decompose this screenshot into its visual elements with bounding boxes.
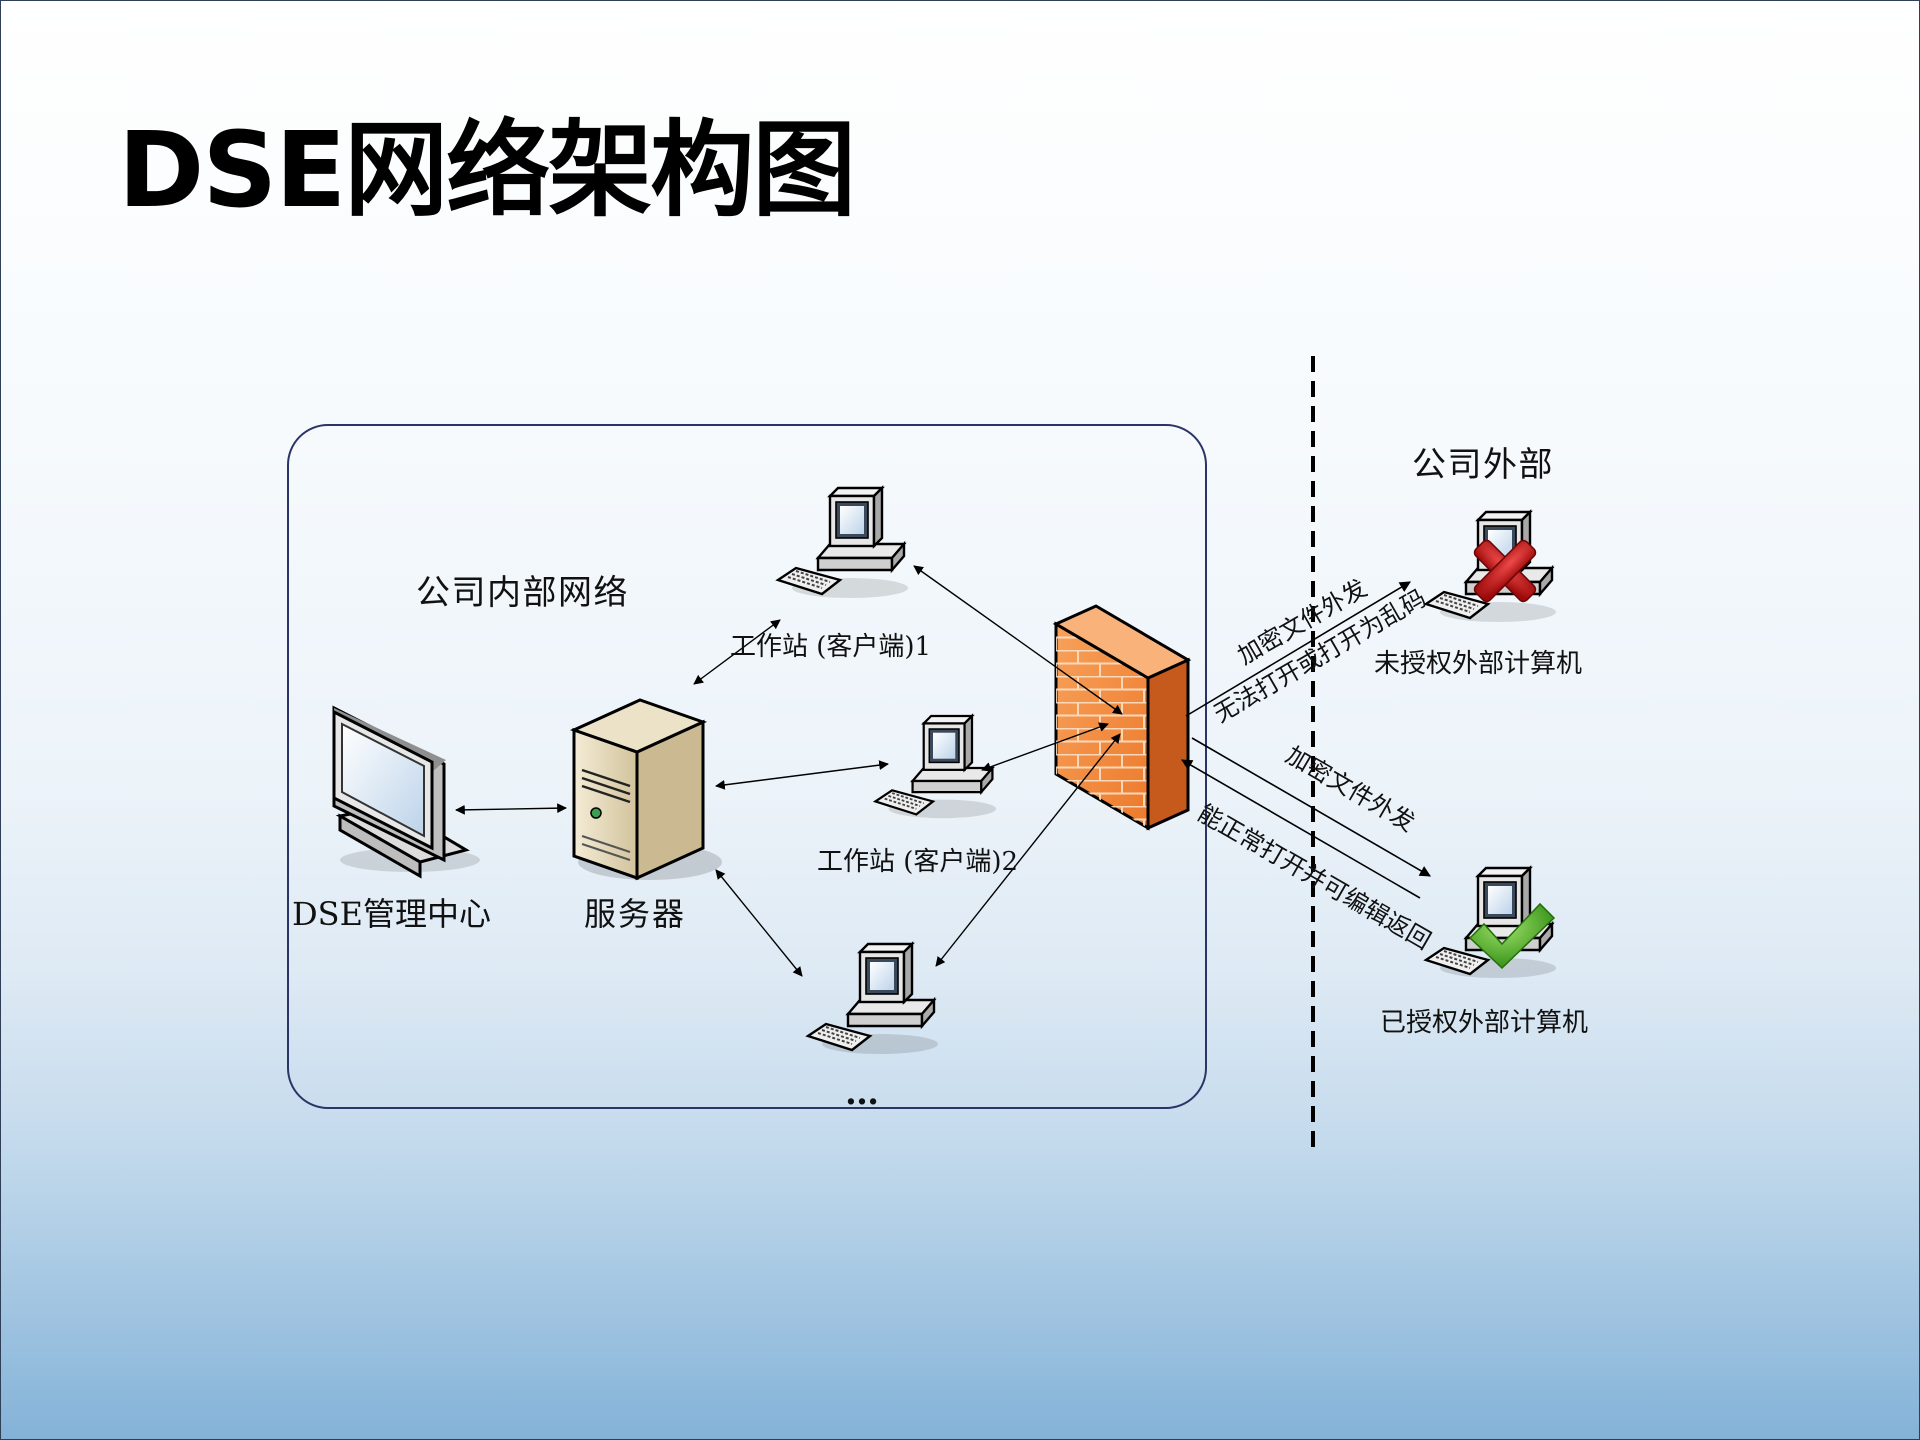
server-label: 服务器 — [584, 895, 686, 933]
workstation-1-icon — [776, 486, 910, 600]
monitor-icon — [332, 705, 480, 879]
arrow-auth-send — [1191, 737, 1431, 877]
arrow-server-ws2 — [715, 760, 889, 790]
internal-network-label: 公司内部网络 — [416, 573, 629, 613]
unauthorized-computer-label: 未授权外部计算机 — [1374, 649, 1582, 679]
workstation-1-label: 工作站 (客户端)1 — [730, 632, 931, 662]
server-tower-icon — [569, 698, 722, 881]
arrow-server-ws3 — [715, 869, 803, 977]
green-check-icon — [1468, 902, 1556, 970]
arrow-firewall-ws1 — [913, 565, 1123, 715]
external-label: 公司外部 — [1412, 445, 1554, 485]
arrow-auth-return — [1181, 759, 1421, 899]
workstation-3-icon — [806, 942, 940, 1056]
arrow-unauth-send — [1185, 581, 1411, 717]
workstation-2-label: 工作站 (客户端)2 — [817, 847, 1018, 877]
red-x-icon — [1473, 539, 1537, 603]
arrow-server-ws1 — [693, 619, 781, 685]
management-center-label: DSE管理中心 — [292, 895, 491, 933]
authorized-computer-label: 已授权外部计算机 — [1380, 1008, 1588, 1038]
internal-network-boundary — [287, 424, 1207, 1109]
page-title: DSE网络架构图 — [118, 109, 856, 231]
more-workstations-label: … — [845, 1073, 879, 1113]
arrow-center-server — [455, 803, 567, 815]
workstation-2-icon — [874, 714, 998, 820]
auth-send-label: 加密文件外发 — [1281, 741, 1420, 837]
firewall-icon — [1052, 604, 1192, 831]
arrow-firewall-ws3 — [935, 733, 1121, 967]
